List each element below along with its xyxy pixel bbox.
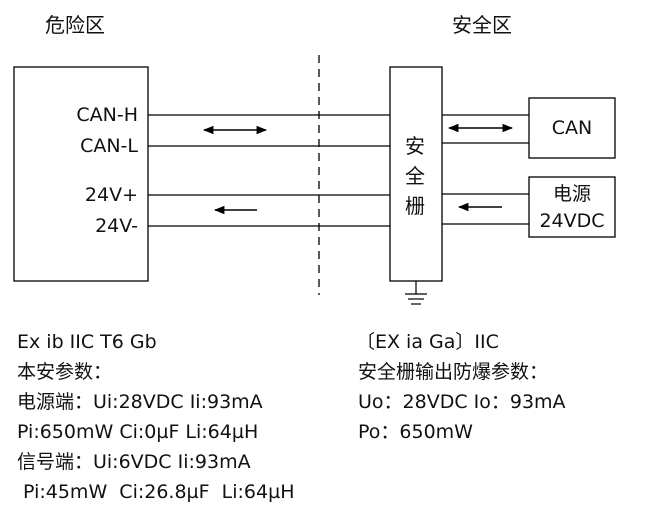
left-spec-line-4: Pi:650mW Ci:0µF Li:64µH [17, 421, 259, 443]
left-spec-line-3: 电源端：Ui:28VDC Ii:93mA [17, 391, 263, 413]
can-device-label: CAN [551, 117, 593, 139]
terminal-24v-minus: 24V- [95, 215, 138, 237]
field-device-box [13, 66, 149, 282]
terminal-can-h: CAN-H [76, 104, 138, 126]
hazardous-zone-label: 危险区 [45, 13, 105, 37]
terminal-can-l: CAN-L [80, 135, 138, 157]
barrier-label-char-1: 安 [405, 134, 425, 158]
right-spec-line-1: 〔EX ia Ga〕IIC [356, 331, 499, 353]
right-spec-line-3: Uo：28VDC Io：93mA [358, 391, 566, 413]
left-spec-line-2: 本安参数： [17, 361, 113, 383]
safe-zone-label: 安全区 [452, 13, 512, 37]
power-supply-box [528, 176, 616, 238]
can-device-box [528, 97, 616, 159]
right-spec-line-4: Po：650mW [358, 421, 473, 443]
barrier-label-char-2: 全 [405, 164, 425, 188]
power-supply-label: 电源 [552, 183, 591, 205]
left-spec-line-1: Ex ib IIC T6 Gb [17, 331, 157, 353]
ground-icon [405, 281, 427, 305]
right-spec-line-2: 安全栅输出防爆参数： [358, 361, 549, 383]
power-supply-voltage: 24VDC [539, 210, 605, 232]
barrier-label-char-3: 栅 [405, 194, 425, 218]
left-spec-line-6: Pi:45mW Ci:26.8µF Li:64µH [17, 481, 295, 503]
terminal-24v-plus: 24V+ [84, 184, 138, 206]
left-spec-line-5: 信号端：Ui:6VDC Ii:93mA [17, 451, 251, 473]
